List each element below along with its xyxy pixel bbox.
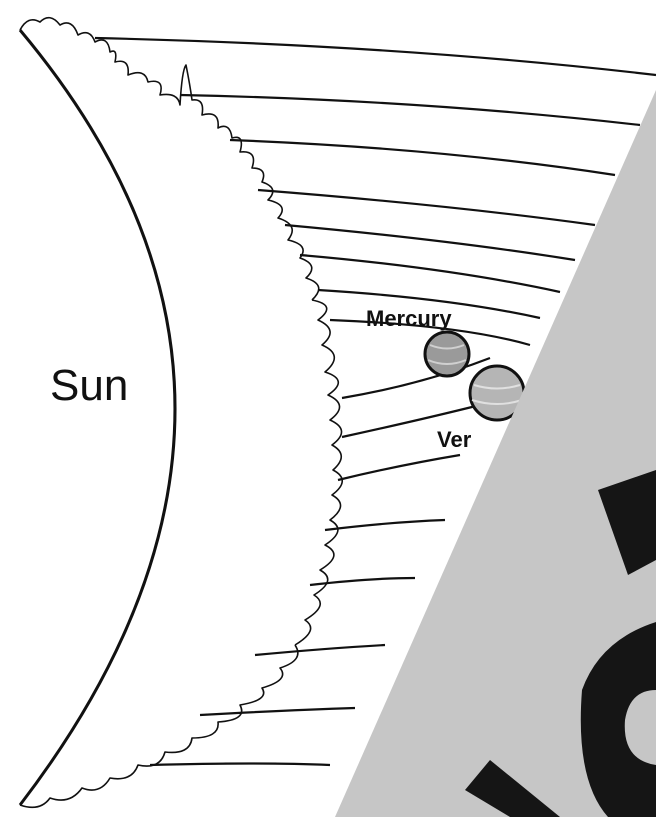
field-line <box>200 708 355 715</box>
field-line <box>230 140 615 175</box>
field-line <box>180 95 640 125</box>
field-line <box>325 520 445 530</box>
field-line <box>255 645 385 655</box>
field-line <box>300 255 560 292</box>
corona-flare <box>295 300 342 645</box>
field-line <box>258 190 595 225</box>
field-line <box>338 455 460 480</box>
field-line <box>95 38 656 75</box>
planet-mercury <box>425 332 469 376</box>
field-line <box>150 764 330 766</box>
mercury-body <box>425 332 469 376</box>
venus-label: Ver <box>437 427 472 452</box>
field-line <box>285 225 575 260</box>
mercury-label: Mercury <box>366 306 452 331</box>
sun-label: Sun <box>50 361 128 410</box>
